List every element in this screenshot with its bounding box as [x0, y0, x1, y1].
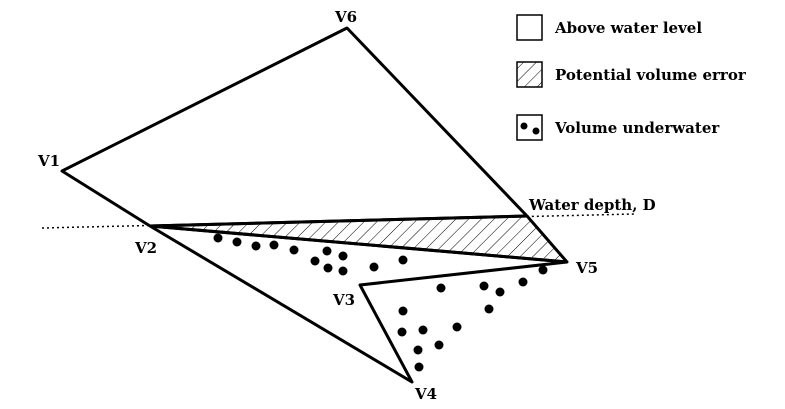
dot	[323, 263, 333, 273]
dot	[338, 266, 348, 276]
potential-error-region	[150, 216, 567, 262]
vertex-label-v6: V6	[334, 8, 357, 26]
dot	[452, 322, 462, 332]
dot	[413, 345, 423, 355]
dot	[484, 304, 494, 314]
vertex-label-v3: V3	[332, 291, 355, 309]
legend: Above water level Potential volume error…	[516, 14, 747, 141]
dot	[479, 281, 489, 291]
dot	[289, 245, 299, 255]
chord-v2-v5	[149, 224, 568, 264]
dot	[436, 283, 446, 293]
vertex-label-v4: V4	[414, 385, 437, 403]
underwater-dots	[213, 233, 548, 372]
dot	[418, 325, 428, 335]
dot	[434, 340, 444, 350]
dot	[398, 306, 408, 316]
legend-swatch-under	[516, 114, 543, 141]
legend-dot	[520, 122, 528, 130]
water-depth-label: Water depth, D	[528, 196, 656, 214]
legend-swatch-above	[516, 14, 543, 41]
vertex-label-v2: V2	[134, 239, 157, 257]
dot	[518, 277, 528, 287]
dot	[398, 255, 408, 265]
dot	[369, 262, 379, 272]
dot	[269, 240, 279, 250]
dot	[495, 287, 505, 297]
legend-label-error: Potential volume error	[555, 66, 747, 84]
legend-label-under: Volume underwater	[554, 119, 720, 137]
dot	[397, 327, 407, 337]
dot	[338, 251, 348, 261]
dot	[251, 241, 261, 251]
dot	[414, 362, 424, 372]
legend-dot	[532, 127, 540, 135]
vertex-label-v1: V1	[37, 152, 60, 170]
dot	[232, 237, 242, 247]
legend-swatch-error	[516, 61, 543, 88]
dot	[310, 256, 320, 266]
dot	[213, 233, 223, 243]
dot	[538, 265, 548, 275]
legend-label-above: Above water level	[554, 19, 702, 37]
above-water-region	[60, 26, 529, 228]
vertex-label-v5: V5	[575, 259, 598, 277]
upper-edge-v6-v5	[525, 215, 569, 263]
dot	[322, 246, 332, 256]
water-depth-line	[41, 213, 636, 229]
